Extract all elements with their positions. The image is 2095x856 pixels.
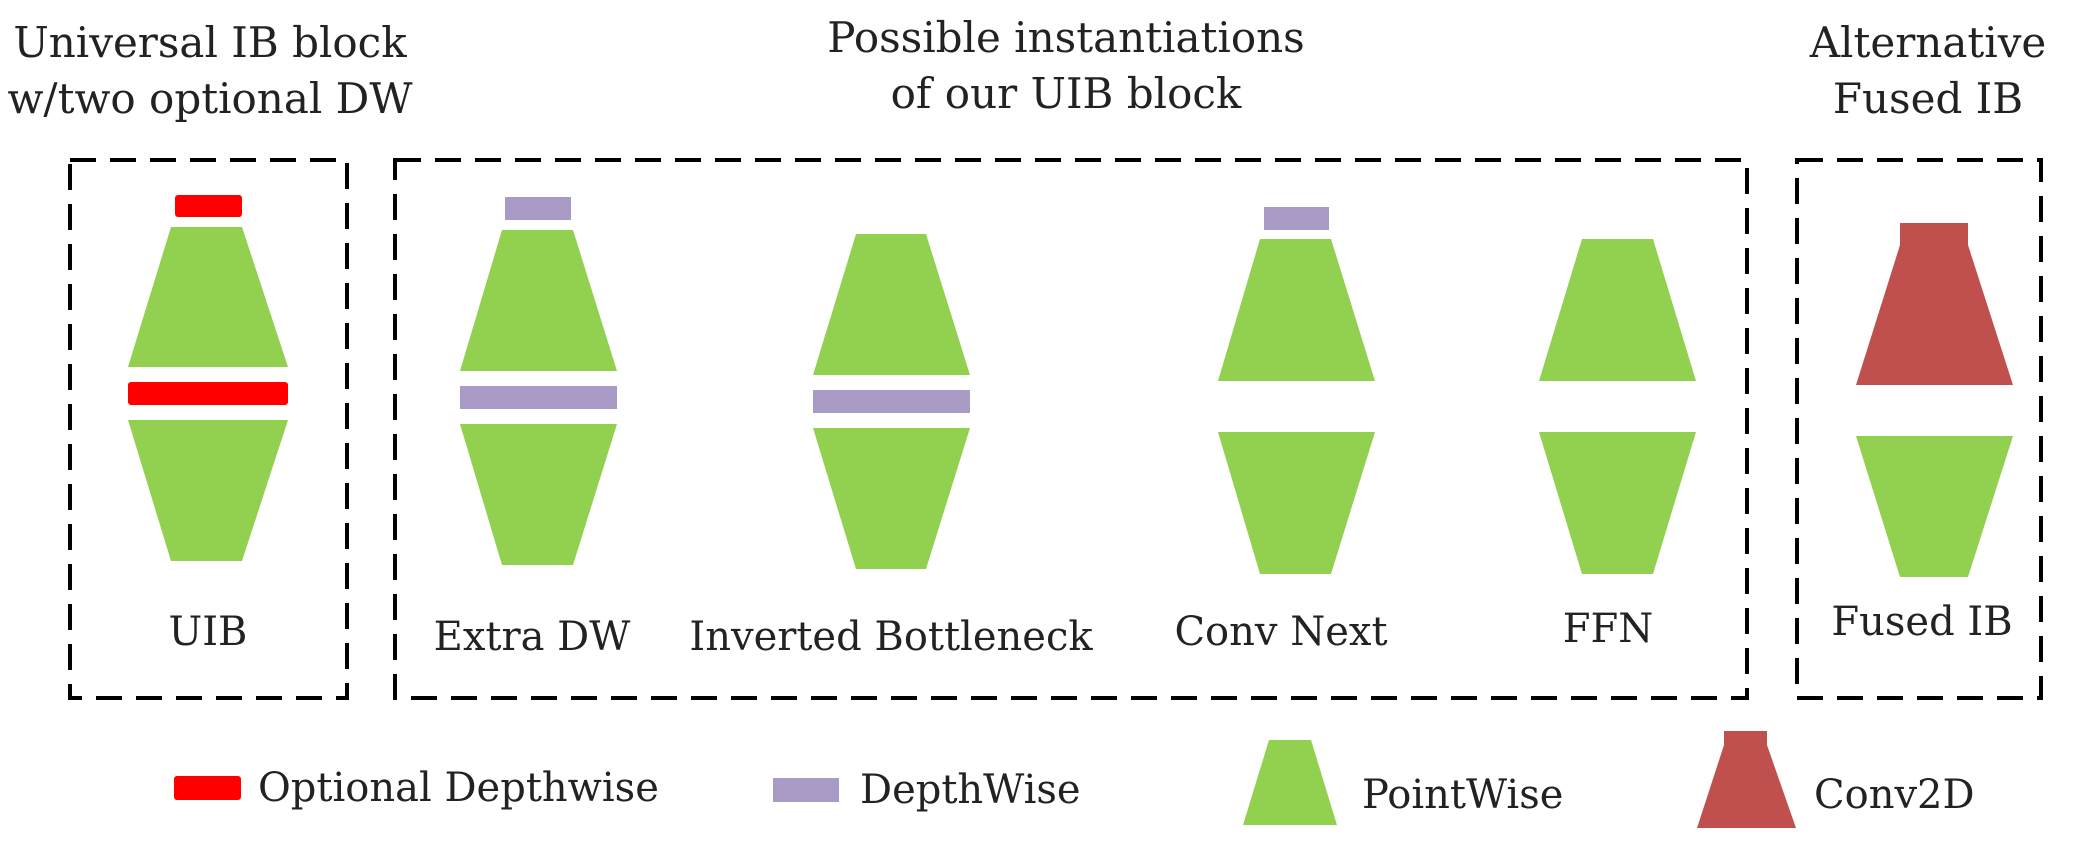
block-fused-ib xyxy=(1856,223,2013,577)
label-inverted-bottleneck: Inverted Bottleneck xyxy=(689,614,1093,660)
header-instantiations-line2: of our UIB block xyxy=(891,69,1242,118)
pointwise-top xyxy=(1539,239,1696,381)
pointwise-top xyxy=(128,227,288,367)
header-uib-line1: Universal IB block xyxy=(13,18,407,67)
conv2d-cap xyxy=(1900,223,1968,248)
legend-pointwise-swatch xyxy=(1243,740,1337,825)
label-fused-ib: Fused IB xyxy=(1831,599,2012,645)
conv2d xyxy=(1856,245,2013,385)
panel-fused-ib xyxy=(1795,158,2043,700)
depthwise-top xyxy=(505,197,571,220)
depthwise-top xyxy=(1264,207,1329,230)
pointwise-bottom xyxy=(1539,432,1696,574)
block-conv-next xyxy=(1218,207,1375,574)
pointwise-bottom xyxy=(1856,436,2013,577)
header-instantiations-line1: Possible instantiations xyxy=(827,13,1304,62)
pointwise-bottom xyxy=(1218,432,1375,574)
label-conv-next: Conv Next xyxy=(1174,609,1387,655)
pointwise-top xyxy=(460,230,617,371)
header-uib-line2: w/two optional DW xyxy=(7,74,413,123)
legend-optional-depthwise-swatch xyxy=(174,776,241,800)
legend-conv2d-swatch xyxy=(1697,745,1796,828)
legend-conv2d-label: Conv2D xyxy=(1814,772,1975,818)
block-inverted-bottleneck xyxy=(813,234,970,569)
legend: Optional Depthwise DepthWise PointWise C… xyxy=(174,731,1975,828)
block-uib xyxy=(128,195,288,561)
legend-depthwise-label: DepthWise xyxy=(860,767,1081,813)
block-ffn xyxy=(1539,239,1696,574)
depthwise-middle xyxy=(813,390,970,413)
legend-pointwise-label: PointWise xyxy=(1362,772,1563,818)
label-uib: UIB xyxy=(169,609,248,655)
label-ffn: FFN xyxy=(1563,606,1654,652)
header-fused-line2: Fused IB xyxy=(1833,74,2023,123)
pointwise-bottom xyxy=(460,424,617,565)
pointwise-top xyxy=(813,234,970,375)
optional-depthwise-top xyxy=(175,195,242,217)
header-fused-line1: Alternative xyxy=(1809,18,2047,67)
legend-depthwise-swatch xyxy=(773,778,839,802)
optional-depthwise-middle xyxy=(128,382,288,405)
legend-optional-depthwise-label: Optional Depthwise xyxy=(258,765,659,811)
label-extra-dw: Extra DW xyxy=(434,614,631,660)
pointwise-top xyxy=(1218,239,1375,381)
pointwise-bottom xyxy=(128,420,288,561)
panel-uib xyxy=(68,158,349,700)
pointwise-bottom xyxy=(813,428,970,569)
panel-instantiations xyxy=(393,158,1749,700)
legend-conv2d-cap xyxy=(1724,731,1767,747)
block-extra-dw xyxy=(460,197,617,565)
depthwise-middle xyxy=(460,386,617,409)
